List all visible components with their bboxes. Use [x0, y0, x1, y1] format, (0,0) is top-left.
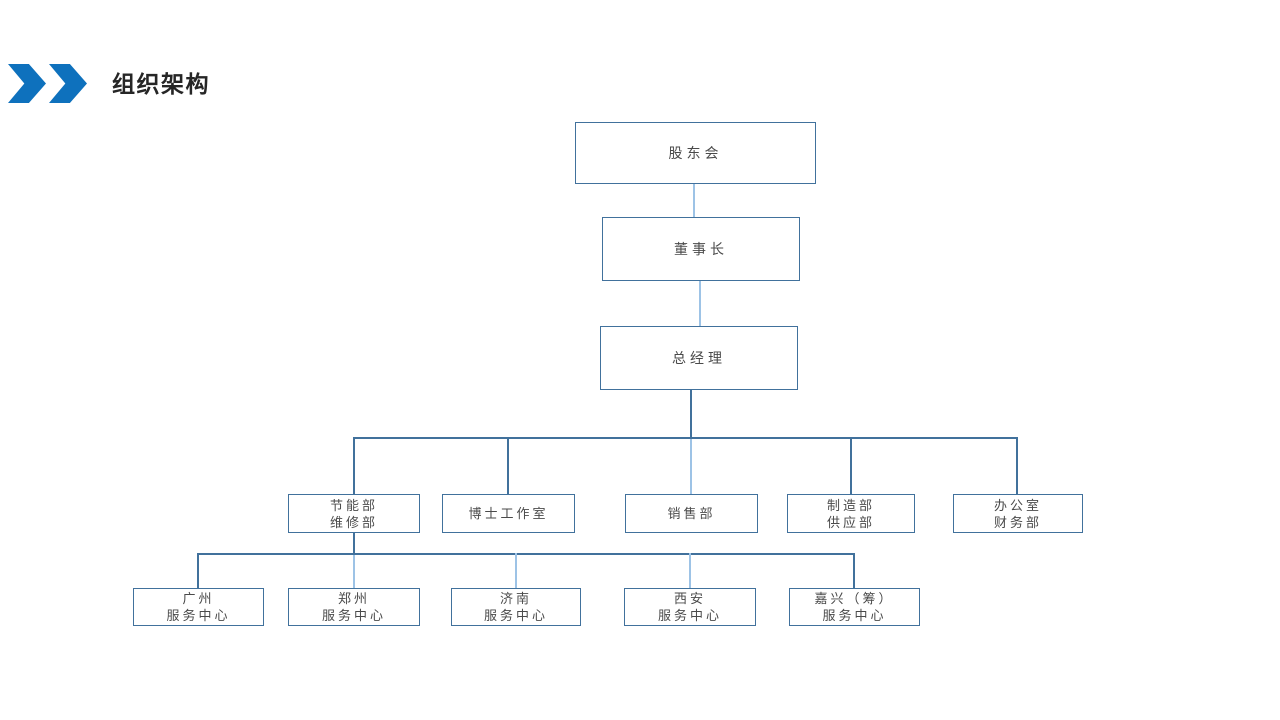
- org-node-shareholders-meeting: 股东会: [575, 122, 816, 184]
- org-node-label: 办公室: [993, 497, 1042, 513]
- connector-line: [699, 281, 701, 326]
- connector-line: [197, 553, 199, 588]
- org-node-label: 服务中心: [166, 608, 231, 623]
- org-node-label: 郑州: [337, 591, 370, 606]
- connector-line: [353, 553, 355, 588]
- connector-line: [690, 390, 692, 437]
- org-node-label: 广州: [182, 591, 215, 606]
- connector-line: [850, 437, 852, 494]
- org-node-xian-service-center: 西安服务中心: [624, 588, 756, 626]
- org-node-energy-maintenance-dept: 节能部维修部: [288, 494, 420, 533]
- org-node-sales-dept: 销售部: [625, 494, 758, 533]
- org-node-label: 节能部: [329, 497, 378, 513]
- org-node-zhengzhou-service-center: 郑州服务中心: [288, 588, 420, 626]
- org-node-label: 服务中心: [657, 608, 722, 623]
- double-chevron-icon: [8, 64, 87, 103]
- org-node-label: 服务中心: [822, 608, 887, 623]
- org-node-label: 服务中心: [483, 608, 548, 623]
- org-node-label: 财务部: [993, 514, 1042, 530]
- org-node-manufacturing-supply-dept: 制造部供应部: [787, 494, 915, 533]
- page-title: 组织架构: [112, 71, 210, 97]
- org-node-label: 供应部: [826, 514, 875, 530]
- connector-line: [515, 553, 517, 588]
- slide-header: 组织架构: [0, 0, 1280, 110]
- connector-line: [1016, 437, 1018, 494]
- connector-line: [354, 437, 1018, 439]
- org-node-label: 西安: [673, 591, 706, 606]
- org-node-phd-studio: 博士工作室: [442, 494, 575, 533]
- org-node-general-manager: 总经理: [600, 326, 798, 390]
- org-node-label: 维修部: [329, 514, 378, 530]
- org-node-office-finance-dept: 办公室财务部: [953, 494, 1083, 533]
- org-node-guangzhou-service-center: 广州服务中心: [133, 588, 264, 626]
- org-node-chairman: 董事长: [602, 217, 800, 281]
- org-node-label: 博士工作室: [468, 506, 549, 521]
- org-node-label: 董事长: [674, 241, 728, 257]
- connector-line: [198, 553, 855, 555]
- org-node-label: 股东会: [668, 145, 723, 161]
- connector-line: [853, 553, 855, 588]
- org-node-jinan-service-center: 济南服务中心: [451, 588, 581, 626]
- connector-line: [353, 533, 355, 553]
- org-node-label: 总经理: [672, 350, 726, 366]
- org-node-label: 服务中心: [321, 608, 386, 623]
- connector-line: [690, 439, 692, 494]
- org-node-jiaxing-service-center: 嘉兴（筹） 服务中心: [789, 588, 920, 626]
- connector-line: [689, 553, 691, 588]
- connector-line: [693, 184, 695, 217]
- org-node-label: 嘉兴（筹）: [814, 591, 895, 606]
- connector-line: [507, 437, 509, 494]
- org-node-label: 济南: [499, 591, 532, 606]
- org-node-label: 销售部: [667, 506, 716, 521]
- org-node-label: 制造部: [826, 497, 875, 513]
- connector-line: [353, 437, 355, 494]
